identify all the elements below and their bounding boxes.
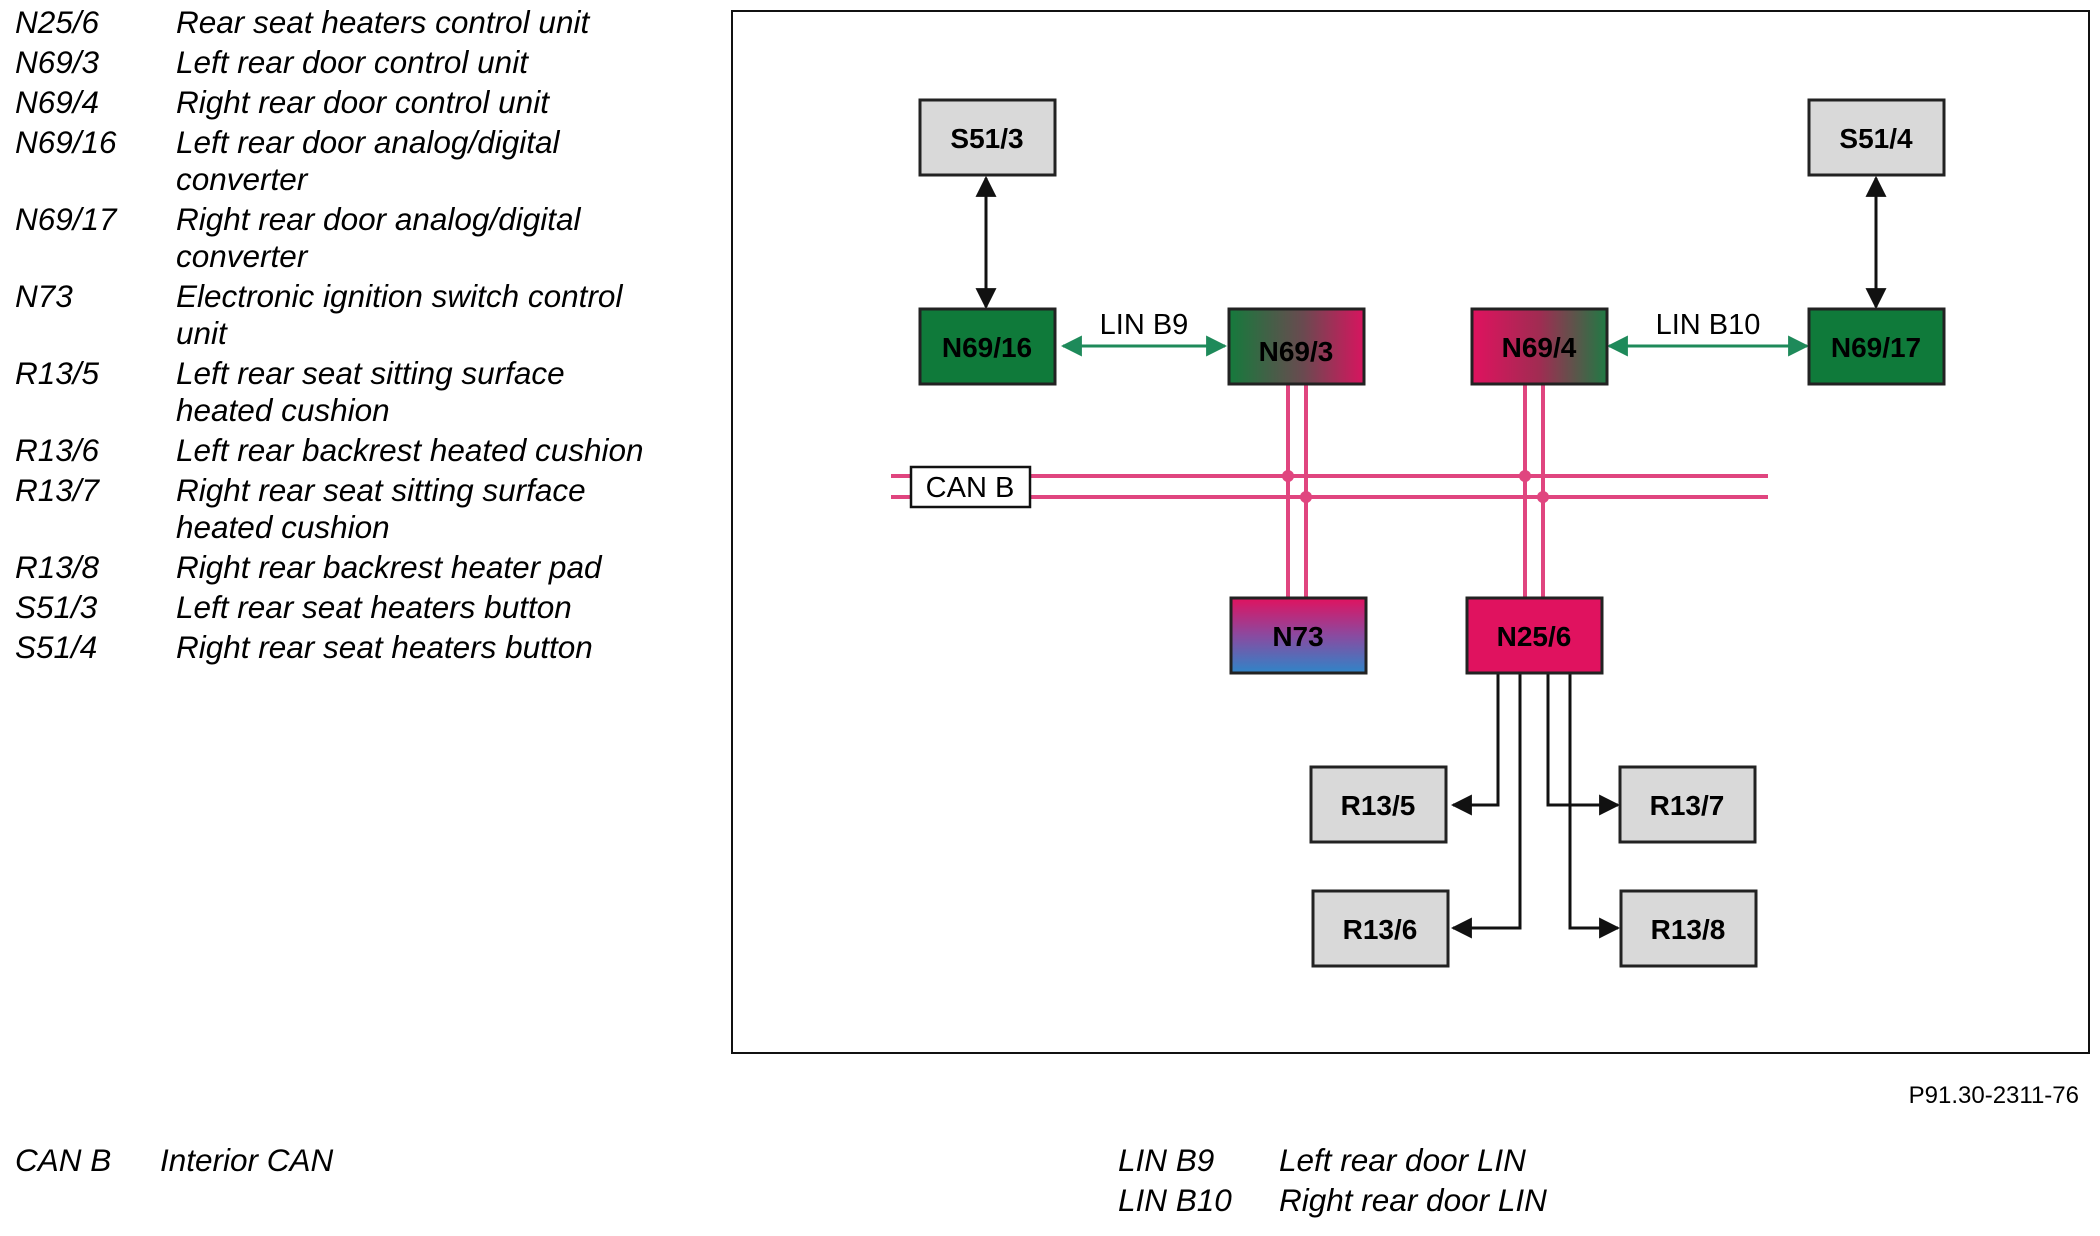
node-n25-6-label: N25/6 — [1497, 621, 1572, 652]
heater-wiring — [1450, 672, 1621, 939]
legend-desc: Left rear door control unit — [176, 44, 528, 80]
abbr-code: CAN B — [15, 1142, 112, 1178]
abbr-desc: Left rear door LIN — [1279, 1142, 1526, 1178]
node-n25-6: N25/6 — [1465, 596, 1604, 675]
legend-code: N69/4 — [15, 84, 100, 120]
legend-row-r13-6: R13/6 Left rear backrest heated cushion — [15, 432, 655, 469]
node-n69-4: N69/4 — [1470, 307, 1609, 386]
legend-row-r13-7: R13/7 Right rear seat sitting surface he… — [15, 472, 655, 546]
lin-b10-label: LIN B10 — [1656, 309, 1761, 341]
component-legend: N25/6 Rear seat heaters control unit N69… — [15, 4, 655, 669]
abbr-row-lin-b10: LIN B10 Right rear door LIN — [1118, 1180, 1547, 1220]
legend-code: S51/3 — [15, 589, 98, 625]
legend-desc: Rear seat heaters control unit — [176, 4, 590, 40]
abbr-desc: Interior CAN — [160, 1142, 334, 1178]
legend-row-n69-4: N69/4 Right rear door control unit — [15, 84, 655, 121]
lin-b9-label: LIN B9 — [1100, 309, 1189, 341]
legend-code: N73 — [15, 278, 73, 314]
node-n69-17-label: N69/17 — [1831, 332, 1921, 363]
can-b-bus — [891, 474, 1768, 499]
legend-desc: Left rear door analog/digital converter — [176, 124, 560, 197]
legend-code: R13/6 — [15, 432, 100, 468]
node-n69-16: N69/16 — [918, 307, 1057, 386]
node-s51-4: S51/4 — [1807, 98, 1946, 177]
abbr-code: LIN B10 — [1118, 1182, 1232, 1218]
legend-desc: Left rear seat sitting surface heated cu… — [176, 355, 565, 428]
legend-desc: Right rear door control unit — [176, 84, 549, 120]
legend-desc: Electronic ignition switch control unit — [176, 278, 623, 351]
can-link-n69-3-n73 — [1282, 382, 1312, 602]
legend-row-n25-6: N25/6 Rear seat heaters control unit — [15, 4, 655, 41]
node-r13-5: R13/5 — [1309, 765, 1448, 844]
network-diagram: CAN B LIN B9 LIN B10 S51/3 S51/4 N69/16 — [731, 10, 2090, 1054]
legend-row-s51-4: S51/4 Right rear seat heaters button — [15, 629, 655, 666]
legend-code: N69/17 — [15, 201, 117, 237]
node-s51-3-label: S51/3 — [950, 123, 1023, 154]
node-n73: N73 — [1229, 596, 1368, 675]
abbr-lin: LIN B9 Left rear door LIN LIN B10 Right … — [1118, 1140, 1547, 1220]
legend-code: S51/4 — [15, 629, 98, 665]
abbr-can: CAN B Interior CAN — [15, 1140, 333, 1180]
legend-row-r13-5: R13/5 Left rear seat sitting surface hea… — [15, 355, 655, 429]
figure-id: P91.30-2311-76 — [1908, 1082, 2079, 1109]
abbr-code: LIN B9 — [1118, 1142, 1215, 1178]
legend-code: N25/6 — [15, 4, 100, 40]
legend-desc: Left rear seat heaters button — [176, 589, 572, 625]
node-n69-17: N69/17 — [1807, 307, 1946, 386]
node-s51-4-label: S51/4 — [1839, 123, 1913, 154]
legend-desc: Right rear backrest heater pad — [176, 549, 602, 585]
node-r13-5-label: R13/5 — [1341, 790, 1416, 821]
legend-row-n69-17: N69/17 Right rear door analog/digital co… — [15, 201, 655, 275]
legend-code: N69/3 — [15, 44, 100, 80]
legend-desc: Right rear seat heaters button — [176, 629, 593, 665]
node-r13-7-label: R13/7 — [1650, 790, 1725, 821]
legend-code: N69/16 — [15, 124, 117, 160]
node-n69-3-label: N69/3 — [1259, 336, 1334, 367]
node-r13-8: R13/8 — [1619, 889, 1758, 968]
can-b-label-text: CAN B — [926, 472, 1015, 504]
abbr-row-lin-b9: LIN B9 Left rear door LIN — [1118, 1140, 1547, 1180]
node-n69-16-label: N69/16 — [942, 332, 1032, 363]
node-n69-3: N69/3 — [1227, 307, 1366, 386]
legend-row-n69-3: N69/3 Left rear door control unit — [15, 44, 655, 81]
abbr-desc: Right rear door LIN — [1279, 1182, 1547, 1218]
node-r13-7: R13/7 — [1618, 765, 1757, 844]
legend-row-s51-3: S51/3 Left rear seat heaters button — [15, 589, 655, 626]
node-n73-label: N73 — [1272, 621, 1323, 652]
legend-row-n69-16: N69/16 Left rear door analog/digital con… — [15, 124, 655, 198]
node-r13-6-label: R13/6 — [1343, 914, 1418, 945]
legend-desc: Left rear backrest heated cushion — [176, 432, 644, 468]
legend-desc: Right rear seat sitting surface heated c… — [176, 472, 586, 545]
legend-code: R13/5 — [15, 355, 100, 391]
node-n69-4-label: N69/4 — [1502, 332, 1577, 363]
can-link-n69-4-n25-6 — [1519, 382, 1549, 602]
legend-code: R13/8 — [15, 549, 100, 585]
node-r13-6: R13/6 — [1311, 889, 1450, 968]
legend-row-r13-8: R13/8 Right rear backrest heater pad — [15, 549, 655, 586]
legend-row-n73: N73 Electronic ignition switch control u… — [15, 278, 655, 352]
diagram-canvas: CAN B LIN B9 LIN B10 S51/3 S51/4 N69/16 — [891, 98, 1946, 968]
node-r13-8-label: R13/8 — [1651, 914, 1726, 945]
legend-desc: Right rear door analog/digital converter — [176, 201, 581, 274]
can-b-label: CAN B — [909, 465, 1032, 509]
abbr-row-can-b: CAN B Interior CAN — [15, 1140, 333, 1180]
node-s51-3: S51/3 — [918, 98, 1057, 177]
legend-code: R13/7 — [15, 472, 100, 508]
